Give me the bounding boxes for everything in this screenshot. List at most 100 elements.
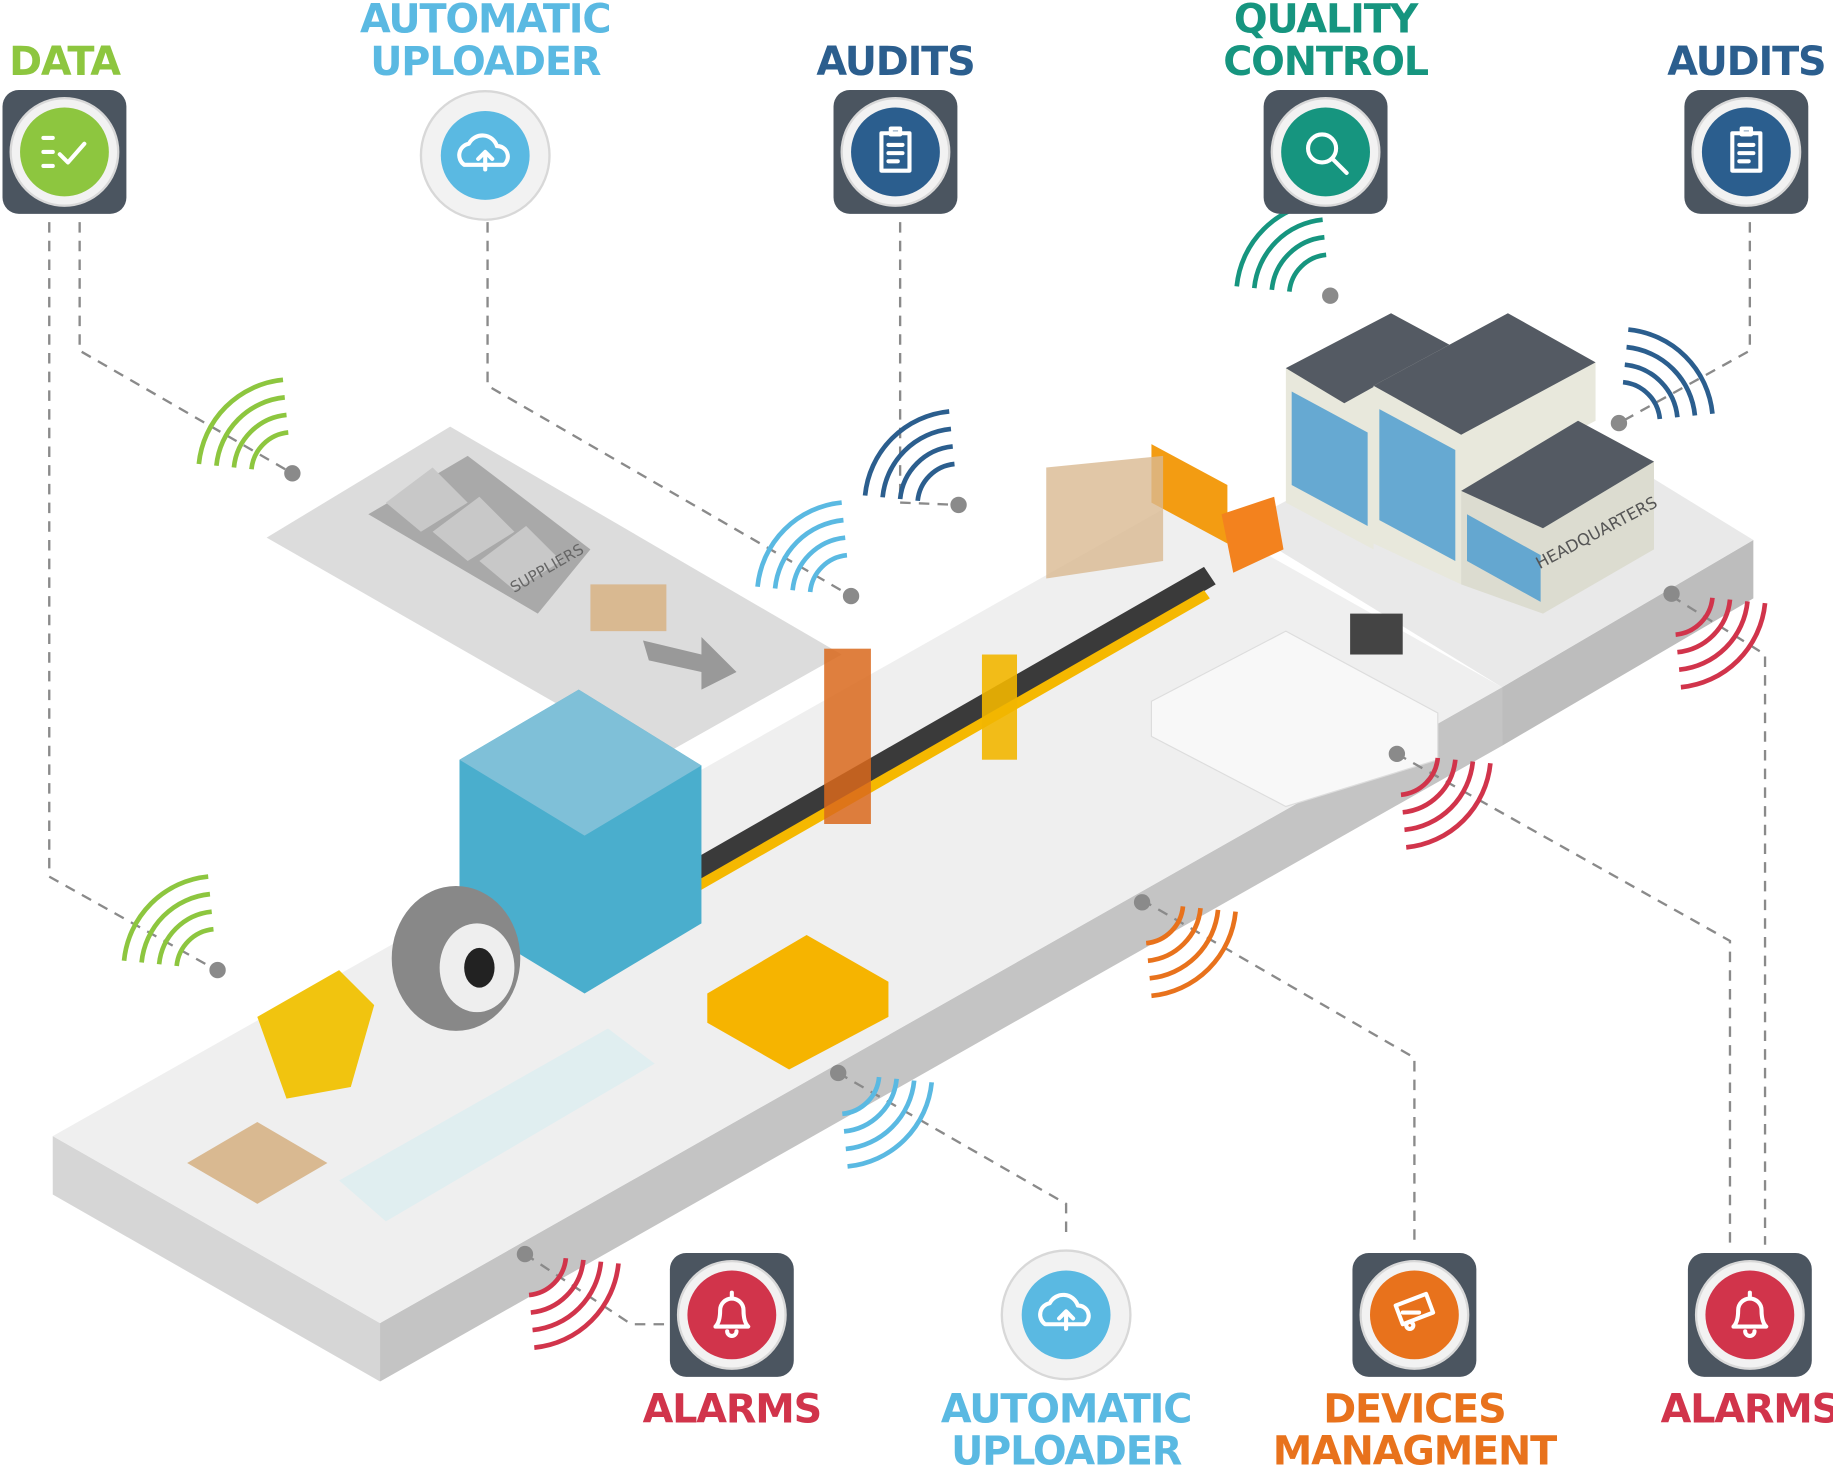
node-audits[interactable]: AUDITS bbox=[1667, 39, 1827, 214]
node-label: QUALITY bbox=[1234, 0, 1420, 43]
wifi-arc bbox=[1151, 911, 1238, 999]
wifi-arc bbox=[1400, 757, 1441, 798]
node-label: DATA bbox=[9, 39, 121, 85]
production-line bbox=[187, 444, 1439, 1222]
checklist-icon bbox=[41, 135, 87, 169]
wifi-arc bbox=[841, 1076, 882, 1117]
wifi-arc bbox=[534, 1263, 621, 1350]
icon-disc bbox=[1281, 107, 1370, 197]
node-label: MANAGMENT bbox=[1273, 1428, 1557, 1468]
wifi-arc bbox=[1251, 217, 1323, 289]
wifi-arc bbox=[1402, 759, 1458, 815]
sensor-dot bbox=[1663, 585, 1680, 602]
wifi-arc bbox=[1680, 602, 1768, 690]
sensor-dot bbox=[830, 1064, 847, 1082]
wifi-arc bbox=[1626, 344, 1698, 416]
dashed-connector bbox=[1670, 595, 1767, 1245]
connection-lines bbox=[48, 222, 1767, 1326]
wifi-arc bbox=[1677, 599, 1733, 655]
node-alarms[interactable]: ALARMS bbox=[643, 1252, 822, 1432]
node-audits[interactable]: AUDITS bbox=[816, 39, 976, 214]
node-label: AUDITS bbox=[1667, 39, 1825, 85]
wifi-arc bbox=[174, 926, 214, 967]
wifi-arc bbox=[530, 1259, 586, 1315]
wifi-arc bbox=[214, 395, 285, 466]
wifi-arc bbox=[1145, 906, 1186, 946]
dashed-connector bbox=[78, 222, 293, 475]
node-alarms[interactable]: ALARMS bbox=[1661, 1252, 1833, 1432]
wifi-arc bbox=[845, 1080, 917, 1152]
wifi-arc bbox=[1675, 597, 1715, 637]
magnifier-icon bbox=[1305, 132, 1349, 176]
node-label: AUDITS bbox=[816, 39, 974, 85]
sensor-dot bbox=[516, 1245, 534, 1263]
suppliers-building: SUPPLIERS bbox=[368, 455, 737, 690]
wifi-arc bbox=[139, 891, 211, 963]
sensor-dot bbox=[284, 465, 301, 482]
dashed-connector bbox=[898, 222, 959, 507]
bell-icon bbox=[1731, 1290, 1769, 1338]
wifi-arc bbox=[1405, 762, 1493, 850]
wifi-arc bbox=[231, 412, 287, 468]
wifi-arc bbox=[880, 426, 952, 498]
bell-icon bbox=[713, 1290, 751, 1338]
node-label: ALARMS bbox=[1661, 1386, 1833, 1432]
wifi-arc bbox=[1622, 379, 1663, 420]
wifi-arc bbox=[249, 430, 289, 470]
dashed-connector bbox=[1141, 898, 1416, 1245]
wifi-arc bbox=[121, 874, 209, 961]
wifi-arc bbox=[755, 500, 842, 587]
cloud-upload-icon bbox=[457, 133, 510, 172]
sensor-dot bbox=[842, 587, 860, 605]
wifi-arc bbox=[847, 1082, 935, 1169]
wifi-arc bbox=[862, 409, 950, 496]
wifi-arc bbox=[1404, 761, 1476, 833]
wifi-arc bbox=[1628, 327, 1715, 414]
dashed-connector bbox=[1618, 222, 1752, 425]
sensor-dot bbox=[1388, 745, 1406, 763]
icon-disc bbox=[1369, 1270, 1459, 1360]
wifi-arc bbox=[1234, 199, 1322, 287]
device-gauge-icon bbox=[1393, 1291, 1436, 1331]
wifi-arc bbox=[1147, 907, 1203, 964]
wifi-arc bbox=[528, 1257, 569, 1298]
dashed-connector bbox=[1396, 752, 1732, 1245]
wifi-signals bbox=[121, 199, 1768, 1350]
clipboard-check-icon bbox=[1730, 126, 1763, 173]
node-label: UPLOADER bbox=[951, 1428, 1182, 1468]
dashed-connector bbox=[48, 222, 217, 972]
wifi-arc bbox=[1287, 252, 1327, 292]
wifi-arc bbox=[1678, 601, 1750, 673]
wifi-arc bbox=[532, 1261, 604, 1333]
sensor-dot bbox=[209, 961, 226, 979]
node-data[interactable]: DATA bbox=[2, 39, 127, 214]
wifi-arc bbox=[156, 909, 212, 965]
sensor-dot bbox=[1133, 894, 1151, 911]
wifi-arc bbox=[843, 1078, 899, 1134]
node-label: ALARMS bbox=[643, 1386, 821, 1432]
wifi-arc bbox=[915, 461, 955, 502]
clipboard-check-icon bbox=[879, 126, 912, 173]
node-label: UPLOADER bbox=[370, 39, 601, 85]
wifi-arc bbox=[807, 552, 848, 593]
sensor-dot bbox=[1610, 414, 1628, 432]
node-label: DEVICES bbox=[1323, 1386, 1505, 1432]
sensor-dot bbox=[1322, 287, 1339, 304]
cloud-upload-icon bbox=[1038, 1292, 1091, 1331]
wifi-arc bbox=[1269, 234, 1325, 291]
wifi-arc bbox=[196, 377, 284, 465]
wifi-arc bbox=[772, 517, 844, 589]
dashed-connector bbox=[837, 1071, 1068, 1239]
icon-disc bbox=[1705, 1270, 1795, 1360]
wifi-arc bbox=[790, 535, 846, 591]
node-label: CONTROL bbox=[1223, 39, 1429, 85]
headquarters-building: HEADQUARTERS bbox=[1285, 313, 1660, 614]
sensor-dot bbox=[950, 496, 967, 514]
icon-disc bbox=[20, 107, 109, 197]
wifi-arc bbox=[1624, 362, 1680, 418]
